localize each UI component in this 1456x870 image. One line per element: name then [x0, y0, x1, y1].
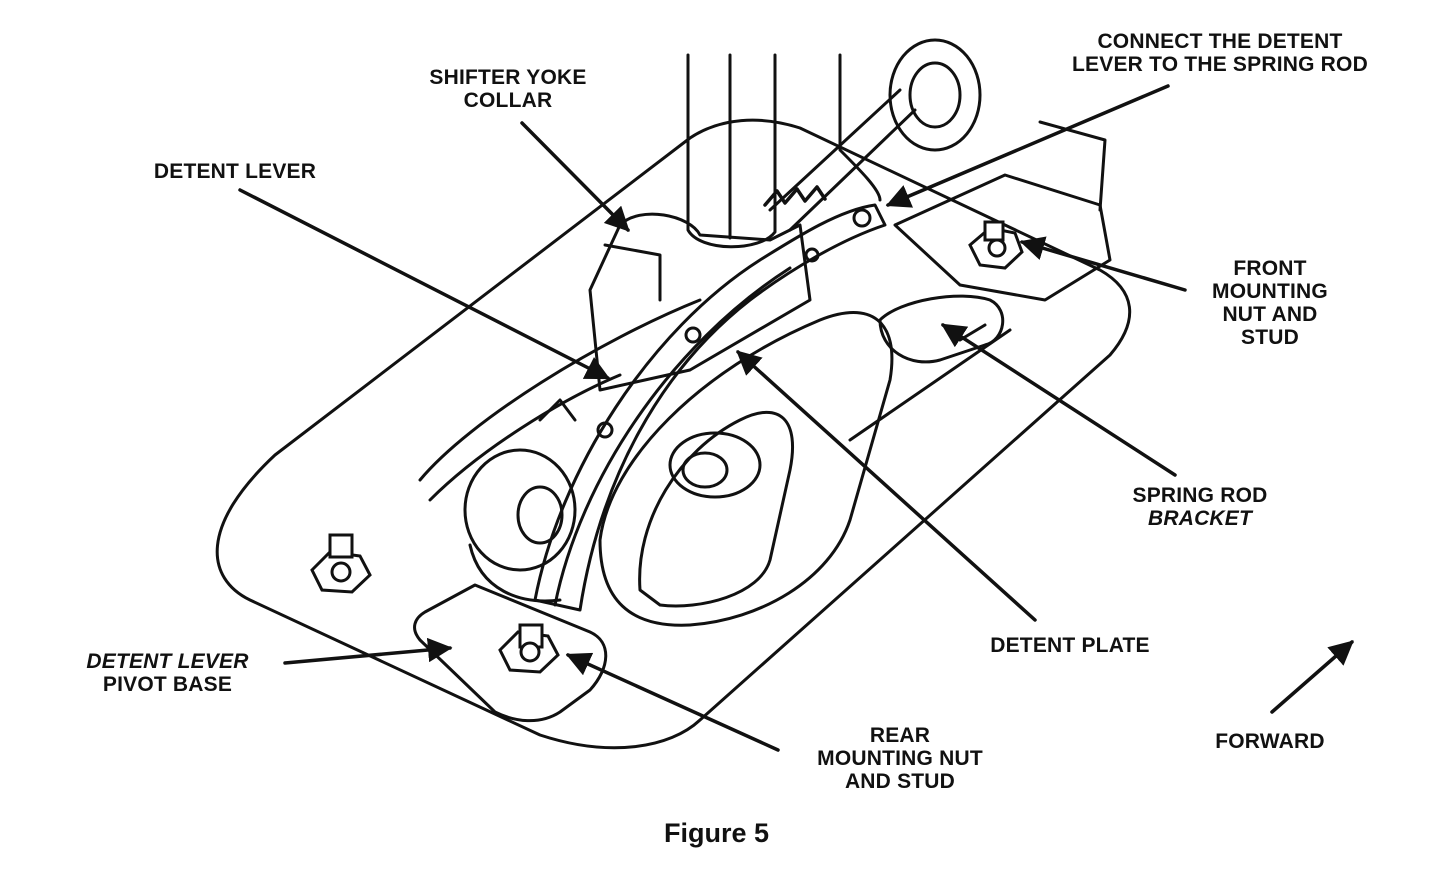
coil-spring — [763, 185, 827, 207]
label-line: LEVER TO THE SPRING ROD — [1072, 53, 1368, 76]
label-line: MOUNTING NUT — [817, 747, 983, 770]
left-nut — [310, 533, 372, 594]
arrow-pivot-base — [283, 637, 453, 665]
label-line: MOUNTING — [1212, 280, 1328, 303]
label-line: DETENT LEVER — [86, 650, 249, 673]
label-line: PIVOT BASE — [102, 673, 233, 696]
label-shifter-yoke-collar: SHIFTER YOKE COLLAR — [398, 66, 618, 112]
spring-rod-bracket — [878, 294, 1005, 364]
label-line: FRONT — [1233, 257, 1307, 280]
arrow-front-mounting — [1019, 236, 1187, 292]
label-line: REAR — [869, 724, 931, 747]
pivot-base-plate — [413, 583, 608, 723]
label-connect-detent: CONNECT THE DETENT LEVER TO THE SPRING R… — [1010, 30, 1430, 76]
label-line: COLLAR — [463, 89, 553, 112]
arrow-connect-detent — [885, 84, 1170, 208]
rear-nut — [498, 623, 560, 674]
label-line: SHIFTER YOKE — [429, 66, 587, 89]
label-front-mounting: FRONT MOUNTING NUT AND STUD — [1180, 257, 1360, 349]
front-nut — [968, 220, 1024, 270]
label-line: CONNECT THE DETENT — [1097, 30, 1343, 53]
label-forward: FORWARD — [1185, 730, 1355, 753]
detent-plate — [598, 311, 894, 627]
arrow-spring-rod-bracket — [940, 323, 1177, 477]
figure-caption: Figure 5 — [664, 818, 770, 848]
label-rear-mounting: REAR MOUNTING NUT AND STUD — [790, 724, 1010, 793]
label-line: AND STUD — [844, 770, 956, 793]
front-bracket — [893, 173, 1112, 302]
shifter-shaft — [686, 53, 777, 249]
label-detent-plate: DETENT PLATE — [950, 634, 1190, 657]
label-line: SPRING ROD — [1132, 484, 1268, 507]
label-line: FORWARD — [1215, 730, 1325, 753]
label-line: STUD — [1241, 326, 1299, 349]
label-spring-rod-bracket: SPRING ROD BRACKET — [1100, 484, 1300, 530]
label-line: NUT AND — [1222, 303, 1318, 326]
pivot-boss — [463, 448, 577, 572]
forward-arrow — [1270, 640, 1354, 714]
label-line: DETENT PLATE — [990, 634, 1150, 657]
label-detent-lever: DETENT LEVER — [120, 160, 350, 183]
yoke-collar — [588, 212, 812, 392]
detent-lever — [533, 203, 887, 612]
label-detent-lever-pivot-base: DETENT LEVER PIVOT BASE — [55, 650, 280, 696]
arrow-rear-mounting — [565, 652, 780, 752]
arrow-shifter-yoke-collar — [520, 121, 630, 232]
base-plate — [215, 118, 1132, 750]
label-line: DETENT LEVER — [153, 160, 317, 183]
arrow-detent-lever — [238, 188, 611, 380]
arrow-detent-plate — [736, 350, 1037, 622]
spring-rod — [768, 88, 917, 232]
label-line: BRACKET — [1147, 507, 1253, 530]
